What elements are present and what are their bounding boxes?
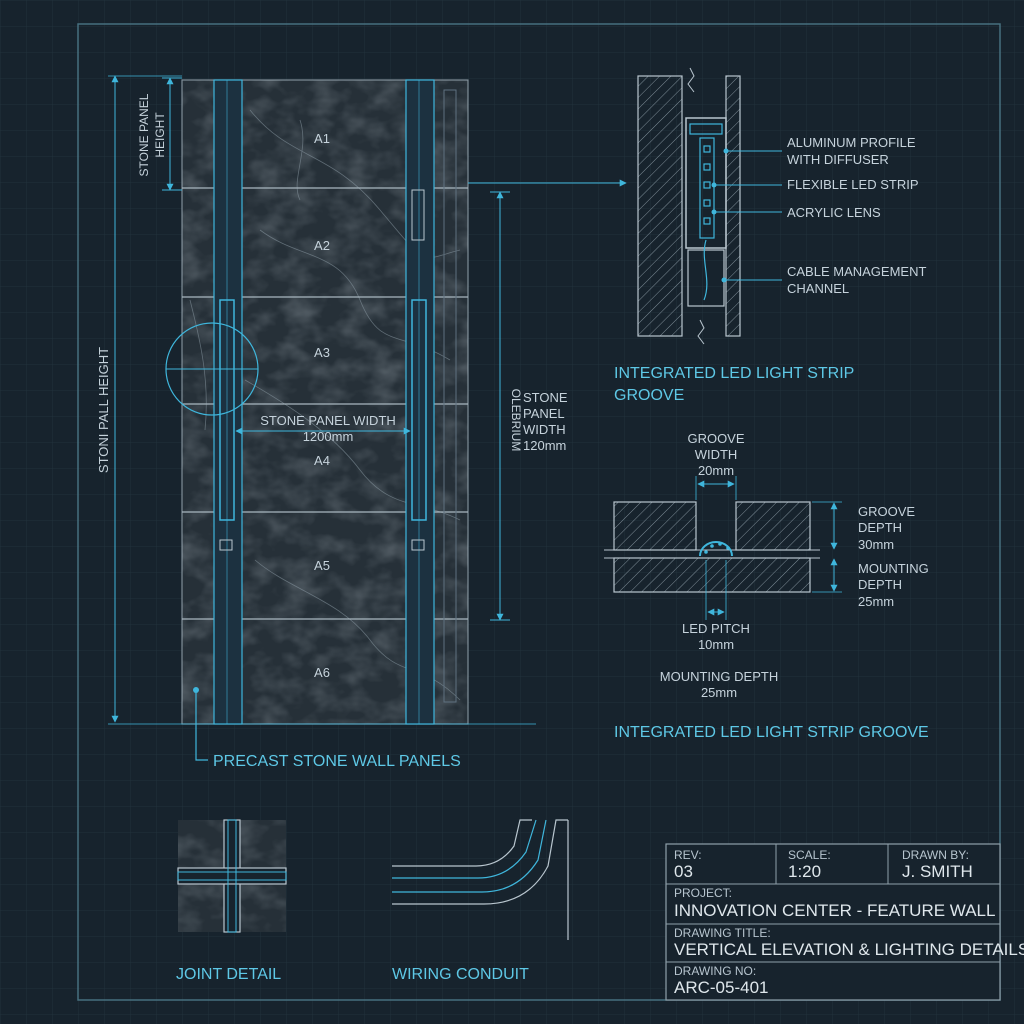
groove-depth-label-3: 30mm xyxy=(858,537,894,552)
led-strip-left xyxy=(213,79,243,725)
joint-detail-caption: JOINT DETAIL xyxy=(176,966,281,983)
panel-label-a6: A6 xyxy=(314,665,330,680)
groove-detail: GROOVE WIDTH 20mm GROOVE DEPTH 30mm MOUN… xyxy=(604,431,929,741)
aluminum-profile xyxy=(685,117,727,249)
detail-circle xyxy=(165,322,259,416)
callout-flexible-led: FLEXIBLE LED STRIP xyxy=(787,177,919,192)
tb-project-label: PROJECT: xyxy=(674,886,732,900)
mounting-depth-right-3: 25mm xyxy=(858,594,894,609)
panel-label-a5: A5 xyxy=(314,558,330,573)
groove-led-dots xyxy=(704,542,730,554)
caption-leader xyxy=(195,690,208,761)
led-strip-right xyxy=(405,79,457,725)
tb-title-value: VERTICAL ELEVATION & LIGHTING DETAILS xyxy=(674,940,1024,959)
wiring-conduit-detail xyxy=(392,819,569,940)
groove-width-label-3: 20mm xyxy=(698,463,734,478)
callout-aluminum-profile-1: ALUMINUM PROFILE xyxy=(787,135,916,150)
callout-aluminum-profile-2: WITH DIFFUSER xyxy=(787,152,889,167)
panel-label-a3: A3 xyxy=(314,345,330,360)
tb-scale-value: 1:20 xyxy=(788,862,821,881)
right-dimension-rotated: OLEBRIUM xyxy=(509,389,523,452)
tb-number-value: ARC-05-401 xyxy=(674,978,769,997)
groove-depth-label-2: DEPTH xyxy=(858,520,902,535)
tb-rev-value: 03 xyxy=(674,862,693,881)
led-pitch-value: 10mm xyxy=(698,637,734,652)
mounting-depth-right-1: MOUNTING xyxy=(858,561,929,576)
led-strip-body xyxy=(699,137,715,239)
tb-rev-label: REV: xyxy=(674,848,702,862)
right-dimension-label-4: 120mm xyxy=(523,438,566,453)
diffuser xyxy=(689,123,723,135)
right-dimension-label-2: PANEL xyxy=(523,406,565,421)
callout-acrylic-lens: ACRYLIC LENS xyxy=(787,205,881,220)
mounting-depth-right-2: DEPTH xyxy=(858,577,902,592)
panel-label-a1: A1 xyxy=(314,131,330,146)
wiring-conduit-caption: WIRING CONDUIT xyxy=(392,966,529,983)
groove-width-label-2: WIDTH xyxy=(695,447,738,462)
right-dimension-label-3: WIDTH xyxy=(523,422,566,437)
led-pitch-label: LED PITCH xyxy=(682,621,750,636)
section-caption-2: GROOVE xyxy=(614,387,684,404)
sheet-border xyxy=(77,23,1001,1001)
tb-project-value: INNOVATION CENTER - FEATURE WALL xyxy=(674,901,995,920)
groove-led-profile xyxy=(699,541,733,557)
section-caption-1: INTEGRATED LED LIGHT STRIP xyxy=(614,365,854,382)
wall-height-label: STONI PALL HEIGHT xyxy=(96,347,111,473)
tb-drawn-value: J. SMITH xyxy=(902,862,973,881)
tb-number-label: DRAWING NO: xyxy=(674,964,756,978)
tb-scale-label: SCALE: xyxy=(788,848,831,862)
panel-height-label-2: HEIGHT xyxy=(153,112,167,158)
mounting-depth-bottom-label: MOUNTING DEPTH xyxy=(660,669,778,684)
panel-label-a4: A4 xyxy=(314,453,330,468)
right-dimension-label-1: STONE xyxy=(523,390,568,405)
stone-wall-elevation: A1 A2 A3 A4 A5 A6 STONE PANEL WIDTH 1200… xyxy=(96,75,627,770)
led-chips xyxy=(703,145,711,225)
title-block: REV: 03 SCALE: 1:20 DRAWN BY: J. SMITH P… xyxy=(665,843,1024,1001)
groove-depth-label-1: GROOVE xyxy=(858,504,915,519)
tb-title-label: DRAWING TITLE: xyxy=(674,926,771,940)
mounting-depth-bottom-value: 25mm xyxy=(701,685,737,700)
callout-cable-channel-1: CABLE MANAGEMENT xyxy=(787,264,926,279)
led-section-detail: ALUMINUM PROFILE WITH DIFFUSER FLEXIBLE … xyxy=(614,67,926,404)
tb-drawn-label: DRAWN BY: xyxy=(902,848,969,862)
panel-width-label: STONE PANEL WIDTH xyxy=(260,413,396,428)
panel-label-a2: A2 xyxy=(314,238,330,253)
panel-width-value: 1200mm xyxy=(303,429,354,444)
callout-cable-channel-2: CHANNEL xyxy=(787,281,849,296)
joint-detail: JOINT DETAIL xyxy=(176,819,287,983)
groove-caption: INTEGRATED LED LIGHT STRIP GROOVE xyxy=(614,724,929,741)
panel-height-label-1: STONE PANEL xyxy=(137,93,151,176)
elevation-caption: PRECAST STONE WALL PANELS xyxy=(213,753,461,770)
groove-width-label-1: GROOVE xyxy=(687,431,744,446)
